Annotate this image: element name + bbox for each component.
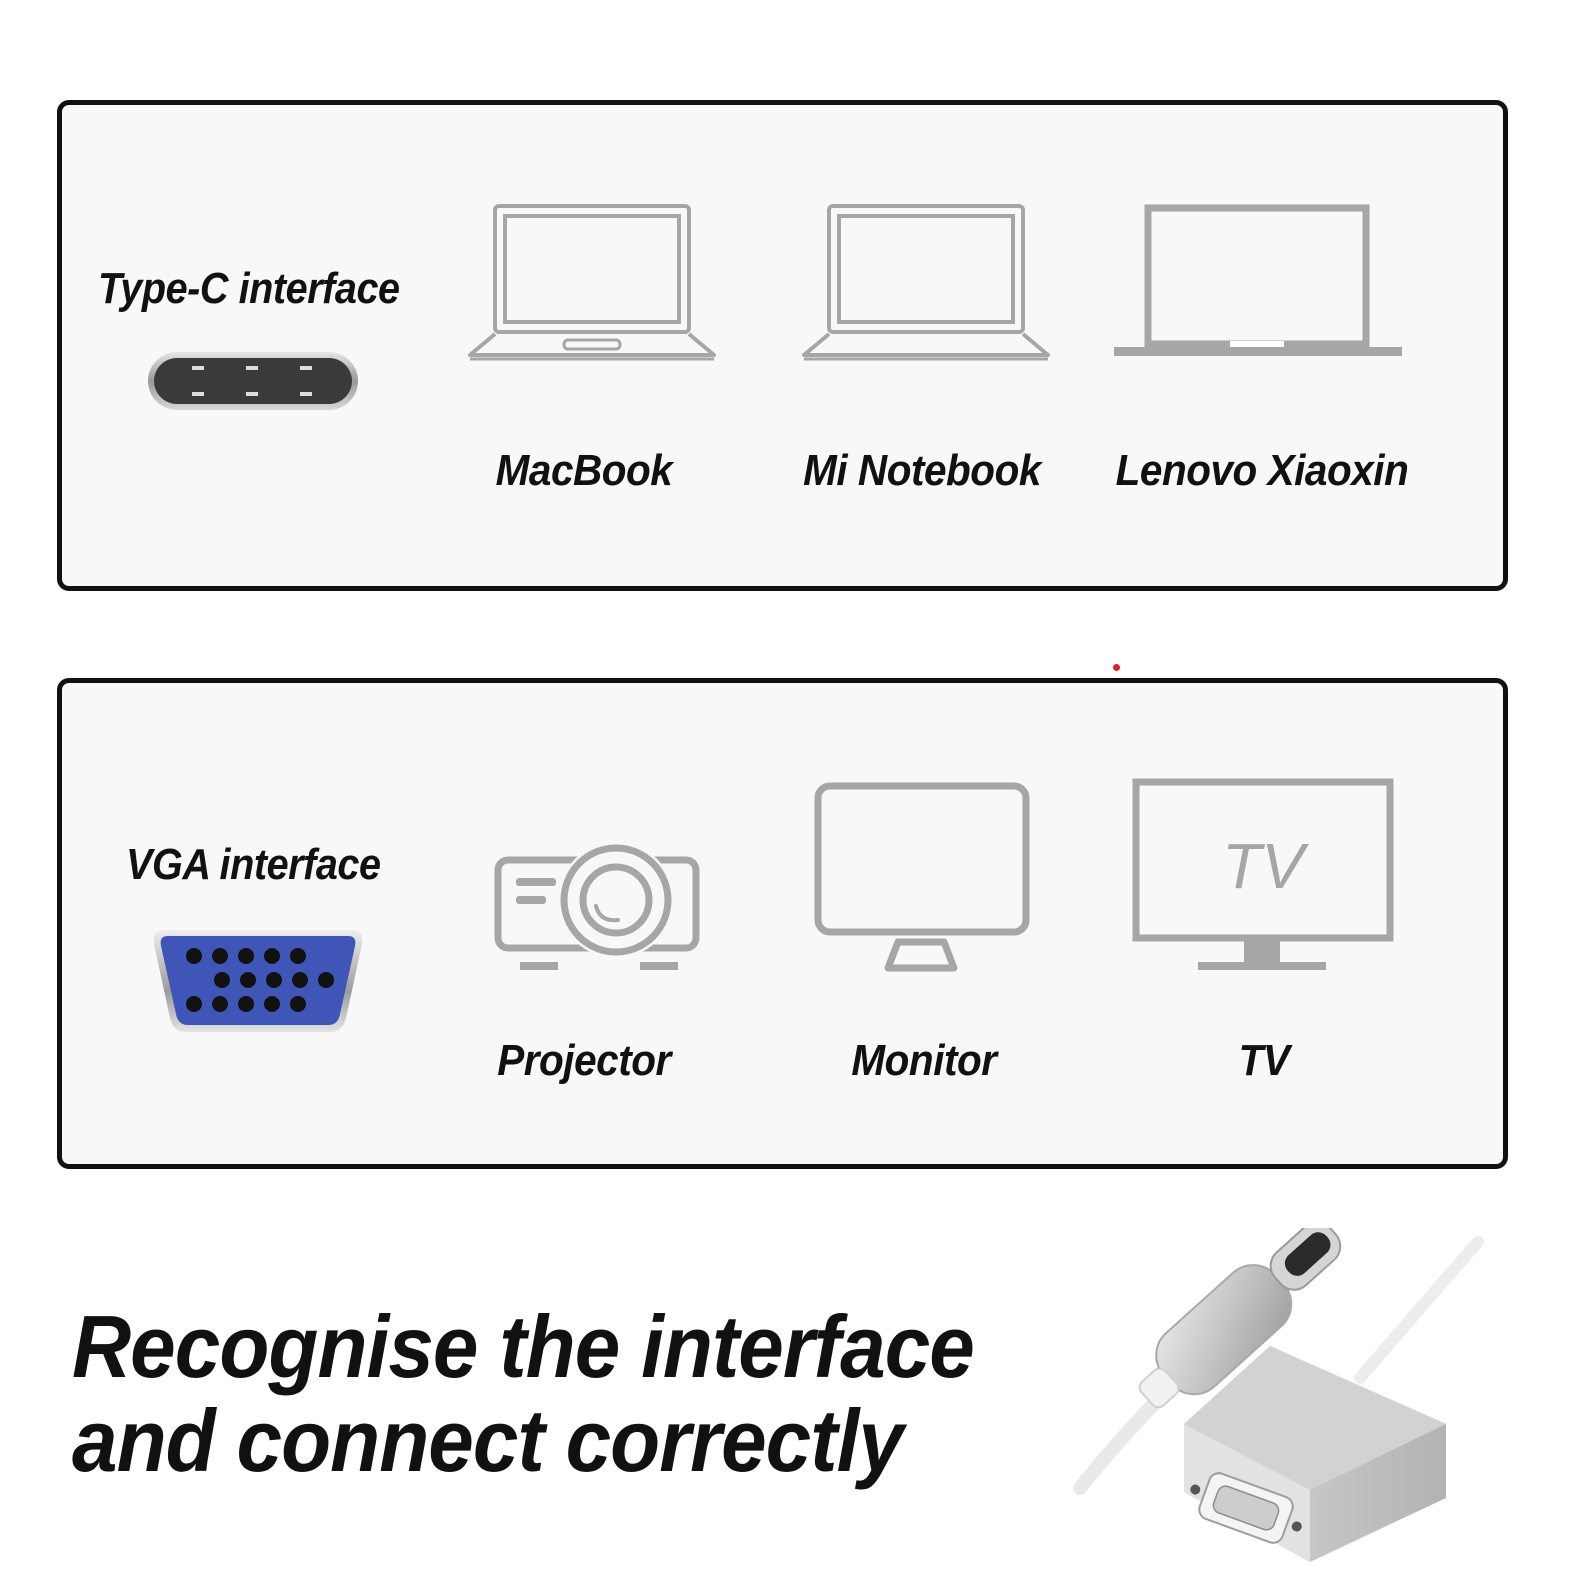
usb-c-to-vga-adapter-icon: [1073, 1228, 1484, 1562]
tv-icon: TV: [1132, 778, 1394, 970]
device-label-mi-notebook: Mi Notebook: [803, 446, 1041, 495]
vga-port-icon: [153, 930, 363, 1032]
headline-line-1: Recognise the interface: [72, 1297, 975, 1396]
laptop-icon: [468, 204, 716, 361]
projector-icon: [494, 842, 700, 970]
tv-screen-text: TV: [1222, 830, 1309, 902]
monitor-icon: [814, 782, 1030, 972]
usb-c-port-icon: [148, 352, 358, 410]
headline: Recognise the interface and connect corr…: [72, 1297, 975, 1490]
device-label-projector: Projector: [497, 1036, 671, 1085]
device-label-monitor: Monitor: [851, 1036, 997, 1085]
vga-panel-title: VGA interface: [126, 840, 381, 889]
vga-panel: [57, 678, 1508, 1169]
device-label-tv: TV: [1238, 1036, 1290, 1085]
headline-line-2: and connect correctly: [72, 1391, 904, 1490]
device-label-macbook: MacBook: [495, 446, 673, 495]
laptop-icon: [802, 204, 1050, 361]
typec-panel-title: Type-C interface: [98, 264, 400, 313]
accent-dot: [1113, 664, 1120, 671]
device-label-lenovo-xiaoxin: Lenovo Xiaoxin: [1115, 446, 1409, 495]
laptop-icon: [1114, 204, 1402, 356]
